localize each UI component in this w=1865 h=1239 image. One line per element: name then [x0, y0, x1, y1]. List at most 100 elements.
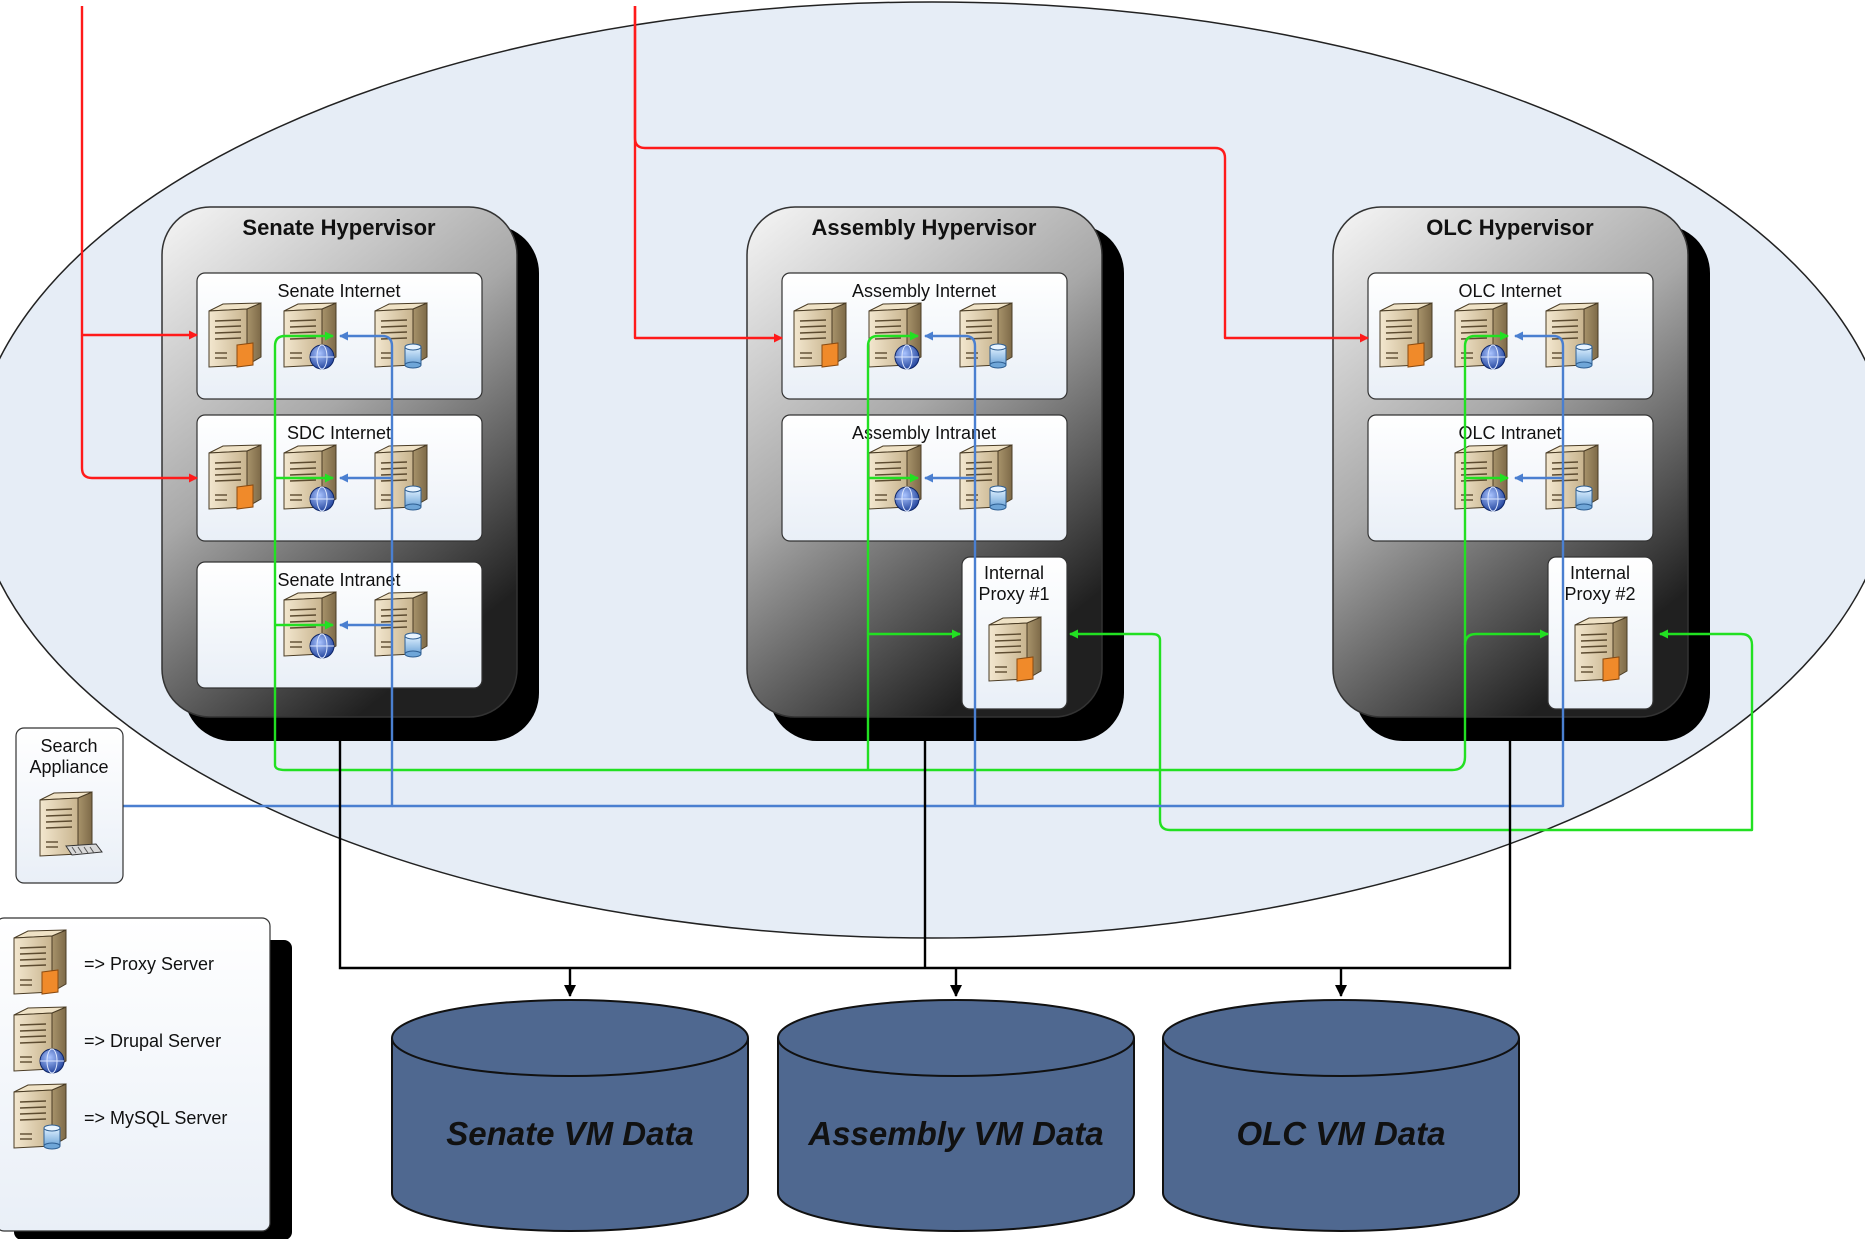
server-slot	[994, 633, 1022, 636]
server-slot	[994, 639, 1022, 642]
server-slot	[965, 319, 993, 322]
mysql-server-icon[interactable]	[959, 444, 1013, 511]
server-slot	[994, 651, 1022, 654]
mysql-server-icon[interactable]	[374, 591, 428, 658]
server-slot	[1460, 325, 1488, 328]
proxy-server-icon[interactable]	[13, 929, 67, 995]
search-appliance-label-line1: Search	[40, 736, 97, 756]
server-slot	[214, 479, 242, 482]
server-slot	[1460, 331, 1488, 334]
database-badge-top	[43, 1124, 61, 1132]
mysql-server-icon[interactable]	[1545, 444, 1599, 511]
drupal-server-icon[interactable]	[283, 444, 337, 512]
server-group[interactable]: OLC Intranet	[1367, 414, 1654, 542]
database-cylinder-body	[1162, 1038, 1520, 1232]
server-group-label: Assembly Intranet	[852, 423, 996, 443]
server-slot	[994, 645, 1022, 648]
vm-data-store[interactable]: Assembly VM Data	[777, 999, 1135, 1232]
server-group[interactable]: Assembly Intranet	[781, 414, 1068, 542]
server-slot	[214, 319, 242, 322]
server-slot	[965, 467, 993, 470]
server-slot	[380, 608, 408, 611]
proxy-server-icon[interactable]	[1379, 302, 1433, 368]
proxy-server-icon[interactable]	[793, 302, 847, 368]
server-slot	[45, 826, 73, 829]
server-slot	[19, 952, 47, 955]
vm-data-store[interactable]: Senate VM Data	[391, 999, 749, 1232]
keyboard-key	[83, 846, 89, 854]
internet-link	[80, 335, 198, 483]
vm-data-label: Senate VM Data	[446, 1115, 694, 1152]
proxy-server-icon[interactable]	[208, 302, 262, 368]
search-link	[123, 331, 394, 808]
server-slot	[380, 331, 408, 334]
database-badge-bottom	[989, 503, 1007, 511]
server-slot	[289, 473, 317, 476]
server-group-label: Senate Internet	[277, 281, 400, 301]
proxy-server-icon[interactable]	[208, 444, 262, 510]
database-badge-top	[989, 343, 1007, 351]
server-slot	[1551, 319, 1579, 322]
server-slot	[799, 331, 827, 334]
server-slot	[380, 467, 408, 470]
database-badge-bottom	[989, 361, 1007, 369]
internal-proxy-label-line2: Proxy #1	[978, 584, 1049, 604]
proxy-server-icon[interactable]	[988, 616, 1042, 682]
database-cylinder-body	[777, 1038, 1135, 1232]
drupal-server-icon[interactable]	[868, 444, 922, 512]
server-group[interactable]: Assembly Internet	[781, 272, 1068, 400]
server-slot	[1580, 639, 1608, 642]
server-slot	[214, 473, 242, 476]
database-cylinder-top	[777, 999, 1135, 1077]
hypervisor-title: OLC Hypervisor	[1426, 215, 1594, 240]
drupal-server-icon[interactable]	[283, 591, 337, 659]
server-slot	[1460, 337, 1488, 340]
server-group[interactable]: Senate Internet	[196, 272, 483, 400]
server-slot	[965, 337, 993, 340]
server-slot	[45, 808, 73, 811]
proxy-link	[866, 331, 919, 770]
legend-label: => MySQL Server	[84, 1108, 227, 1128]
proxy-server-icon[interactable]	[1574, 616, 1628, 682]
server-group[interactable]: OLC Internet	[1367, 272, 1654, 400]
drupal-server-icon[interactable]	[13, 1006, 67, 1074]
server-slot	[19, 1035, 47, 1038]
server-group-label: OLC Intranet	[1458, 423, 1561, 443]
mysql-server-icon[interactable]	[1545, 302, 1599, 369]
keyboard-key	[71, 846, 77, 854]
server-slot	[19, 1041, 47, 1044]
vm-data-store[interactable]: OLC VM Data	[1162, 999, 1520, 1232]
server-slot	[45, 814, 73, 817]
mysql-server-icon[interactable]	[374, 444, 428, 511]
server-group-label: Assembly Internet	[852, 281, 996, 301]
vm-data-label: OLC VM Data	[1236, 1115, 1445, 1152]
proxy-badge	[1602, 656, 1620, 682]
server-slot	[19, 1029, 47, 1032]
server-slot	[1385, 319, 1413, 322]
server-slot	[965, 331, 993, 334]
drupal-server-icon[interactable]	[283, 302, 337, 370]
server-group[interactable]: SDC Internet	[196, 414, 483, 542]
server-slot	[1580, 651, 1608, 654]
server-slot	[874, 473, 902, 476]
server-group[interactable]: Senate Intranet	[196, 561, 483, 689]
mysql-server-icon[interactable]	[13, 1083, 67, 1150]
search-appliance-label-line2: Appliance	[29, 757, 108, 777]
server-group-label: OLC Internet	[1458, 281, 1561, 301]
mysql-server-icon[interactable]	[374, 302, 428, 369]
database-badge-bottom	[1575, 503, 1593, 511]
internal-proxy-label-line2: Proxy #2	[1564, 584, 1635, 604]
mysql-server-icon[interactable]	[959, 302, 1013, 369]
proxy-link	[1069, 629, 1162, 770]
legend: => Proxy Server=> Drupal Server=> MySQL …	[0, 917, 292, 1239]
search-appliance-icon[interactable]	[39, 791, 103, 857]
search-link	[392, 331, 977, 808]
server-group-label: SDC Internet	[287, 423, 391, 443]
hypervisor-title: Assembly Hypervisor	[812, 215, 1037, 240]
